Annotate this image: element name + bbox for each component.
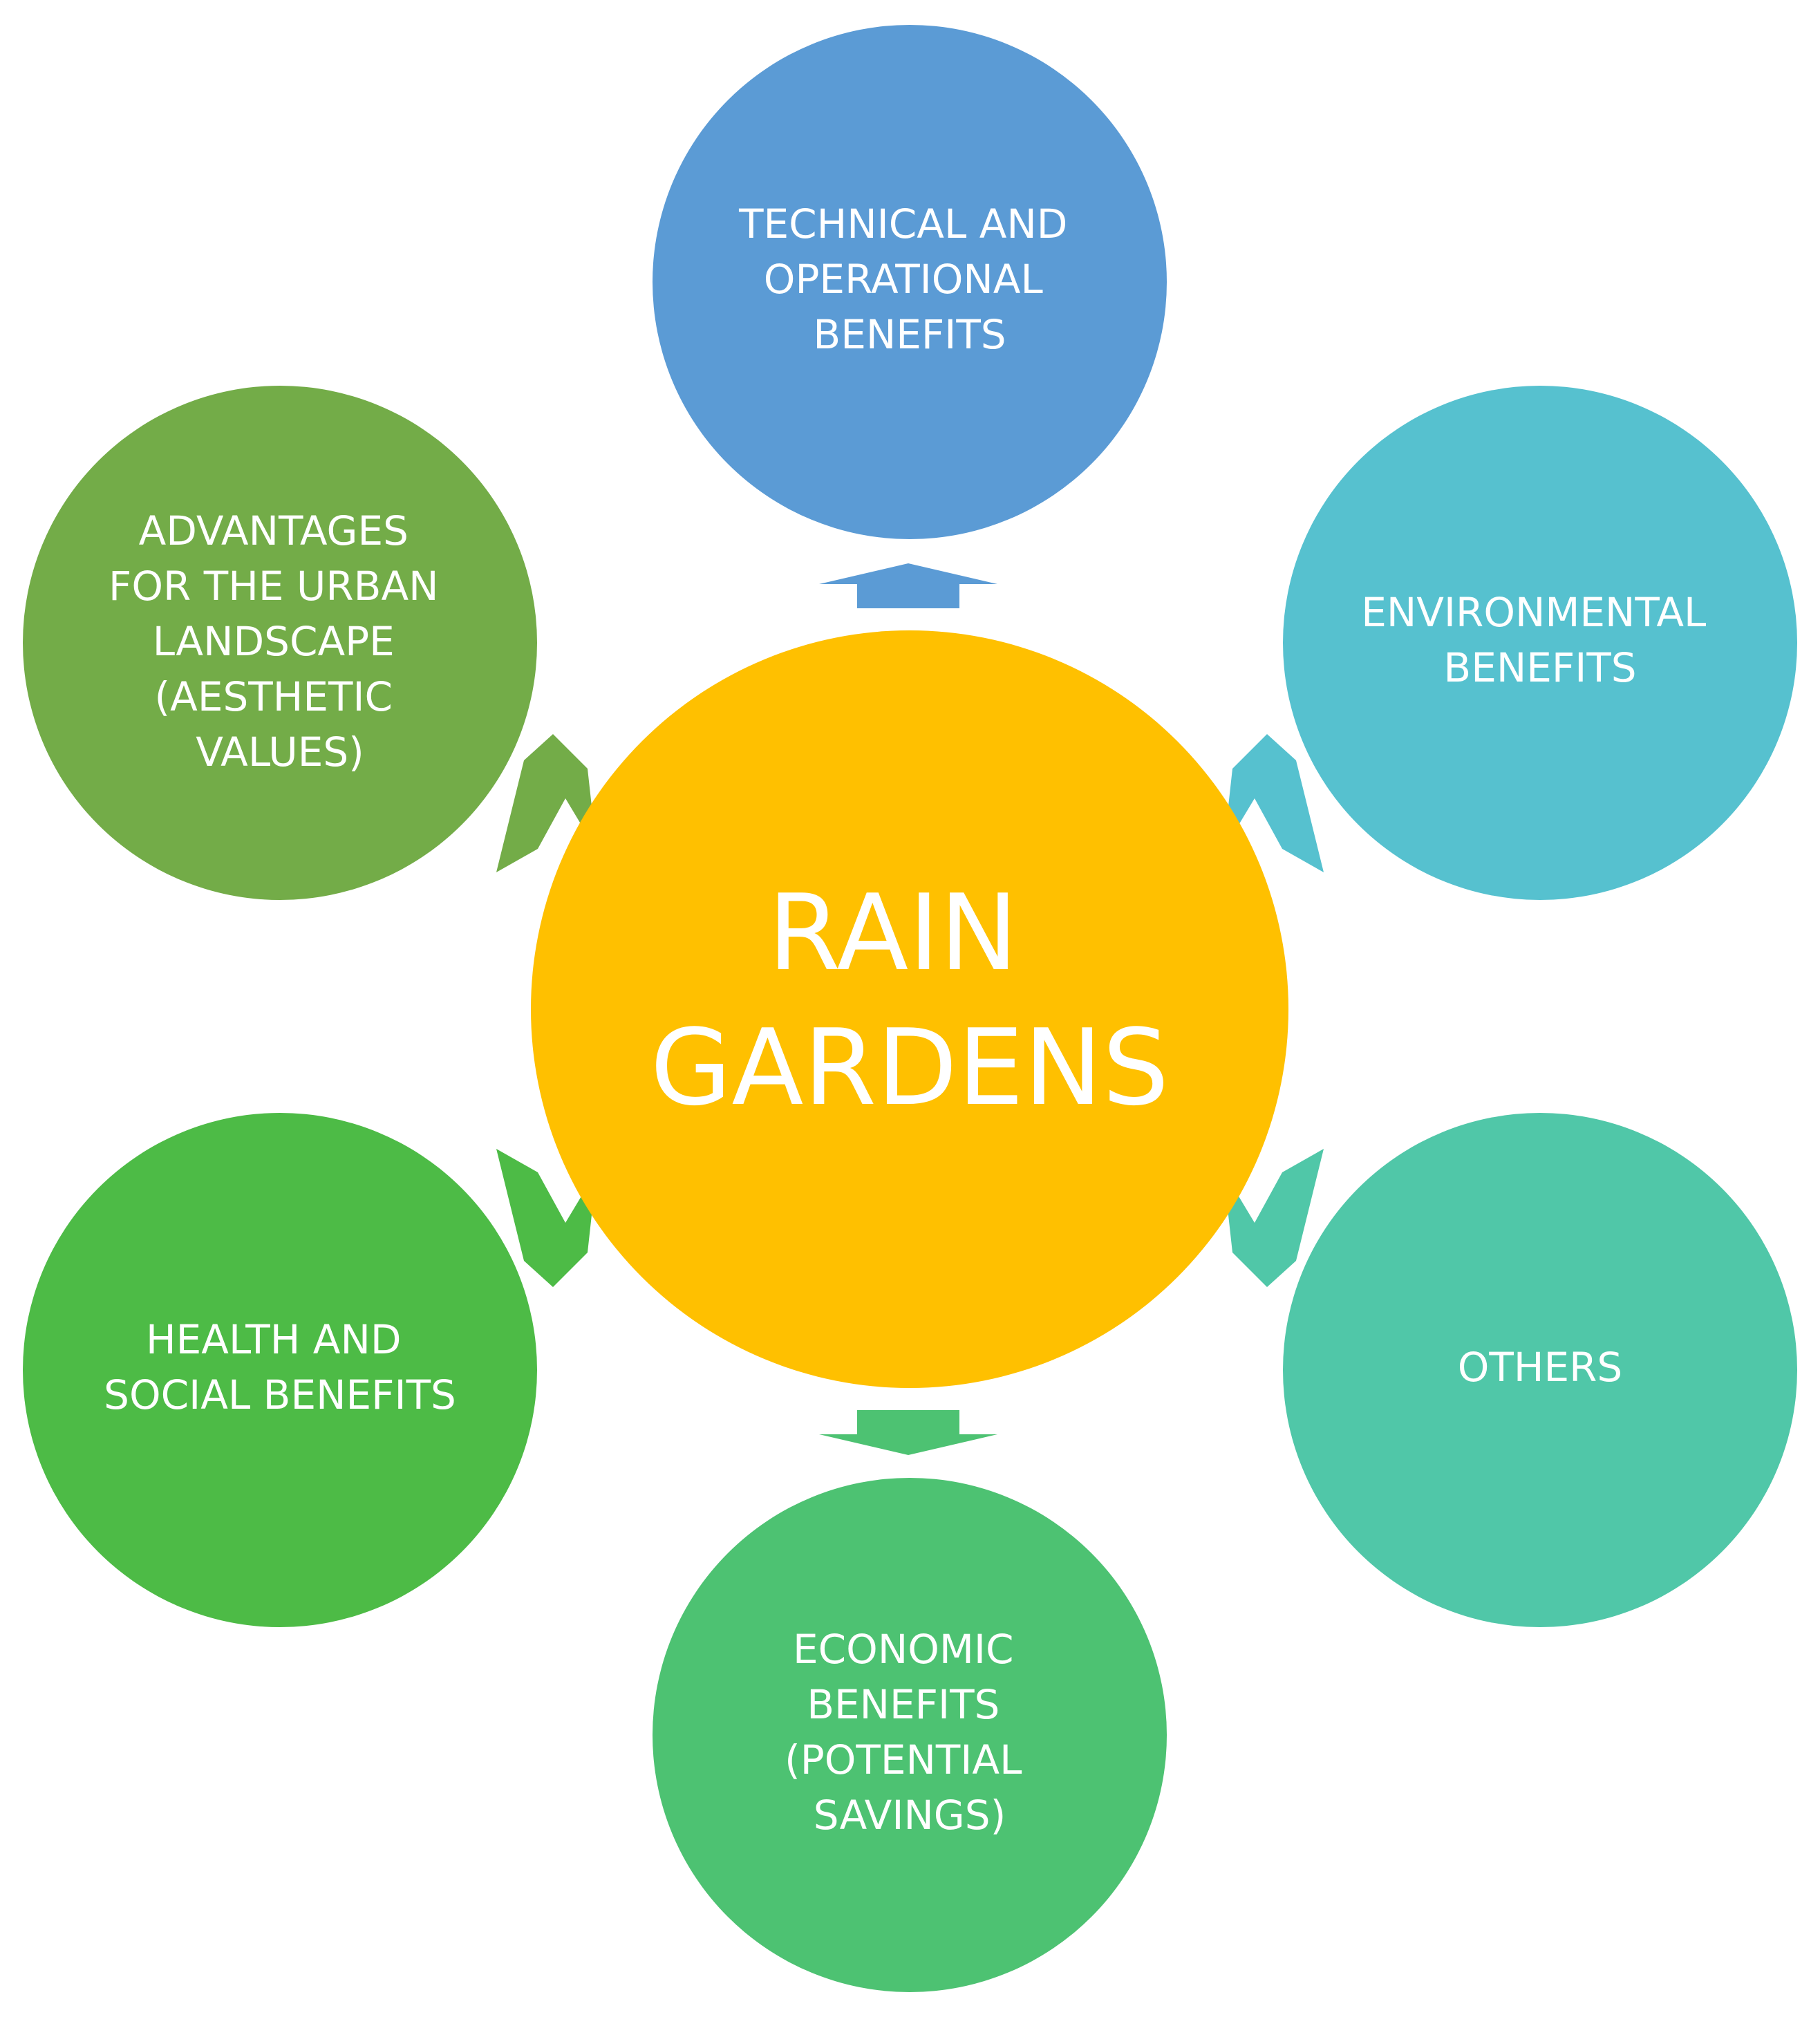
- node-economic-benefits: ECONOMIC BENEFITS (POTENTIAL SAVINGS): [653, 1478, 1167, 1992]
- urban-line-3: LANDSCAPE: [153, 618, 395, 665]
- center-line-2: GARDENS: [650, 1006, 1170, 1129]
- node-urban-landscape: ADVANTAGES FOR THE URBAN LANDSCAPE (AEST…: [23, 386, 537, 900]
- economic-line-3: (POTENTIAL: [785, 1736, 1022, 1783]
- health-label: HEALTH AND SOCIAL BENEFITS: [104, 1316, 456, 1418]
- node-technical-benefits: TECHNICAL AND OPERATIONAL BENEFITS: [653, 25, 1167, 539]
- environmental-line-1: ENVIRONMENTAL: [1361, 589, 1706, 636]
- technical-label: TECHNICAL AND OPERATIONAL BENEFITS: [738, 200, 1080, 358]
- economic-line-2: BENEFITS: [807, 1681, 1000, 1728]
- health-circle: [23, 1113, 537, 1627]
- urban-line-4: (AESTHETIC: [155, 673, 393, 720]
- center-line-1: RAIN: [768, 872, 1018, 994]
- urban-line-1: ADVANTAGES: [139, 507, 409, 554]
- center-circle: [531, 630, 1288, 1388]
- others-circle: [1283, 1113, 1797, 1627]
- environmental-label: ENVIRONMENTAL BENEFITS: [1361, 589, 1719, 691]
- urban-line-5: VALUES): [196, 729, 364, 776]
- technical-line-2: OPERATIONAL: [764, 256, 1043, 303]
- environmental-circle: [1283, 386, 1797, 900]
- center-label: RAIN GARDENS: [650, 872, 1170, 1129]
- technical-circle: [653, 25, 1167, 539]
- node-others: OTHERS: [1283, 1113, 1797, 1627]
- arrows: [496, 563, 1324, 1455]
- urban-label: ADVANTAGES FOR THE URBAN LANDSCAPE (AEST…: [109, 507, 451, 776]
- node-environmental-benefits: ENVIRONMENTAL BENEFITS: [1283, 386, 1797, 900]
- arrow-to-environmental: [1223, 734, 1324, 872]
- urban-line-2: FOR THE URBAN: [109, 563, 438, 610]
- health-line-1: HEALTH AND: [146, 1316, 401, 1363]
- technical-line-1: TECHNICAL AND: [738, 200, 1067, 247]
- arrow-to-urban: [496, 734, 597, 872]
- arrow-to-others: [1223, 1149, 1324, 1287]
- urban-circle: [23, 386, 537, 900]
- economic-label: ECONOMIC BENEFITS (POTENTIAL SAVINGS): [785, 1626, 1035, 1839]
- arrow-to-technical: [819, 563, 997, 608]
- economic-line-4: SAVINGS): [814, 1792, 1006, 1839]
- others-label: OTHERS: [1458, 1344, 1622, 1391]
- economic-line-1: ECONOMIC: [793, 1626, 1013, 1673]
- others-line-1: OTHERS: [1458, 1344, 1622, 1391]
- node-health-social-benefits: HEALTH AND SOCIAL BENEFITS: [23, 1113, 537, 1627]
- health-line-2: SOCIAL BENEFITS: [104, 1371, 456, 1418]
- arrow-to-health: [496, 1149, 597, 1287]
- technical-line-3: BENEFITS: [813, 311, 1006, 358]
- arrow-to-economic: [819, 1410, 997, 1455]
- economic-circle: [653, 1478, 1167, 1992]
- center-rain-gardens: RAIN GARDENS: [531, 630, 1288, 1388]
- environmental-line-2: BENEFITS: [1443, 644, 1636, 691]
